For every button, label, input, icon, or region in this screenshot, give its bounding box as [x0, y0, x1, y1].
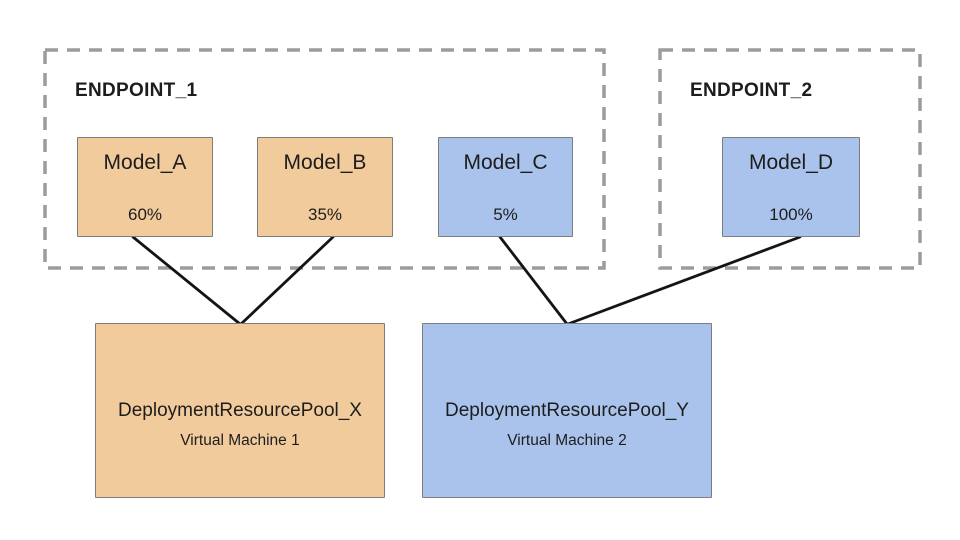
pool-y-sublabel: Virtual Machine 2 [507, 432, 627, 449]
model-a-traffic-split: 60% [127, 205, 163, 224]
pool-x-box: DeploymentResourcePool_X Virtual Machine … [95, 323, 385, 498]
pool-x-sublabel: Virtual Machine 1 [180, 432, 300, 449]
model-b-box: Model_B 35% [257, 137, 393, 237]
endpoint-2-label: ENDPOINT_2 [690, 80, 813, 101]
model-d-traffic-split: 100% [769, 205, 813, 224]
model-c-label: Model_C [463, 151, 548, 174]
pool-y-box: DeploymentResourcePool_Y Virtual Machine … [422, 323, 712, 498]
model-d-label: Model_D [748, 151, 834, 174]
model-c-box: Model_C 5% [438, 137, 573, 237]
model-b-label: Model_B [283, 151, 367, 174]
model-d-box: Model_D 100% [722, 137, 860, 237]
pool-y-label: DeploymentResourcePool_Y [445, 400, 689, 421]
model-c-traffic-split: 5% [493, 205, 518, 224]
model-b-traffic-split: 35% [307, 205, 343, 224]
pool-x-label: DeploymentResourcePool_X [118, 400, 362, 421]
endpoint-1-label: ENDPOINT_1 [75, 80, 198, 101]
model-a-box: Model_A 60% [77, 137, 213, 237]
model-a-label: Model_A [103, 151, 187, 174]
